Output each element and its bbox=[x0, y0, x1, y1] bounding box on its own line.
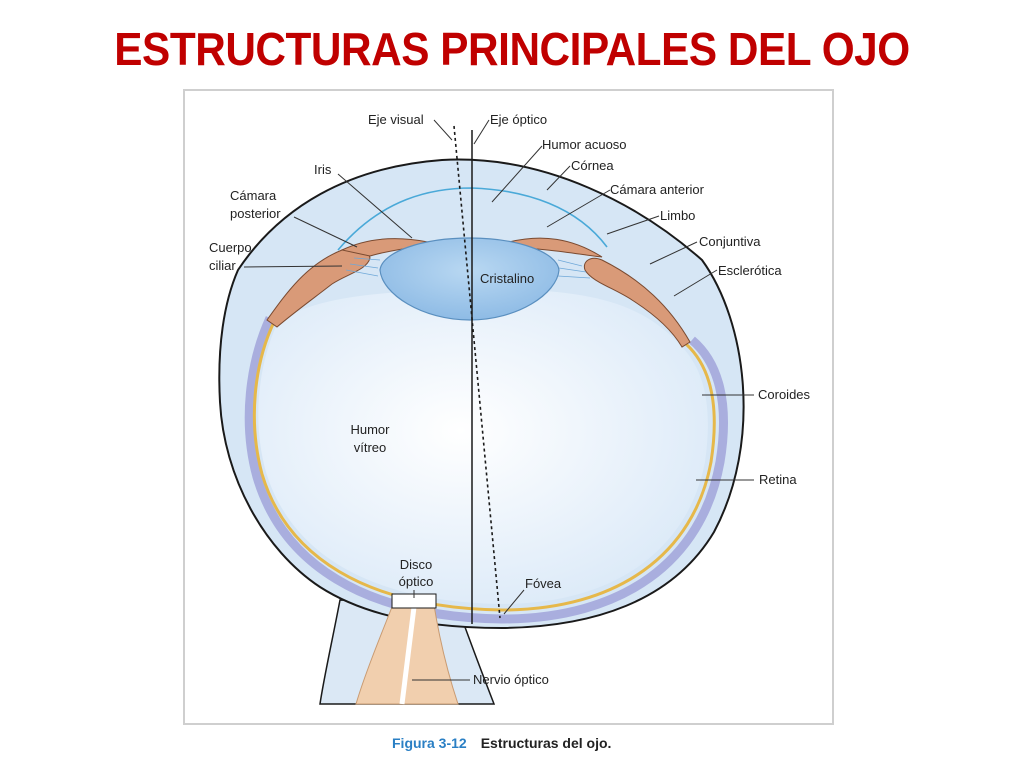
label-camara-posterior-2: posterior bbox=[230, 206, 281, 221]
label-eje-visual: Eje visual bbox=[368, 112, 424, 127]
label-iris: Iris bbox=[314, 162, 332, 177]
choroid-layer bbox=[244, 316, 728, 624]
figure-caption: Figura 3-12 Estructuras del ojo. bbox=[392, 735, 611, 751]
label-cuerpo-ciliar-1: Cuerpo bbox=[209, 240, 252, 255]
label-humor-vitreo-2: vítreo bbox=[354, 440, 387, 455]
ciliary-body-right bbox=[583, 257, 691, 348]
label-humor-vitreo-1: Humor bbox=[350, 422, 390, 437]
label-cristalino: Cristalino bbox=[480, 271, 534, 286]
slide-title: ESTRUCTURAS PRINCIPALES DEL OJO bbox=[114, 23, 910, 75]
label-retina: Retina bbox=[759, 472, 797, 487]
figure-frame: Eje visual Eje óptico Humor acuoso Córne… bbox=[183, 89, 834, 725]
vitreous-body bbox=[258, 289, 708, 604]
label-coroides: Coroides bbox=[758, 387, 811, 402]
label-camara-anterior: Cámara anterior bbox=[610, 182, 705, 197]
label-disco-optico-2: óptico bbox=[399, 574, 434, 589]
zonule-fibers bbox=[345, 257, 591, 279]
retina-layer bbox=[252, 321, 716, 612]
optic-nerve-divider bbox=[399, 606, 417, 705]
visual-axis bbox=[453, 125, 501, 619]
eye-diagram: Eje visual Eje óptico Humor acuoso Córne… bbox=[209, 112, 811, 705]
lens bbox=[379, 237, 560, 321]
label-limbo: Limbo bbox=[660, 208, 695, 223]
label-cornea: Córnea bbox=[571, 158, 614, 173]
label-camara-posterior-1: Cámara bbox=[230, 188, 277, 203]
label-humor-acuoso: Humor acuoso bbox=[542, 137, 627, 152]
label-eje-optico: Eje óptico bbox=[490, 112, 547, 127]
label-fovea: Fóvea bbox=[525, 576, 562, 591]
leader-lines bbox=[243, 119, 754, 681]
caption-text: Estructuras del ojo. bbox=[480, 735, 612, 751]
label-nervio-optico: Nervio óptico bbox=[473, 672, 549, 687]
label-esclerotica: Esclerótica bbox=[718, 263, 782, 278]
caption-number: Figura 3-12 bbox=[392, 735, 467, 751]
label-conjuntiva: Conjuntiva bbox=[699, 234, 761, 249]
label-disco-optico-1: Disco bbox=[400, 557, 433, 572]
ciliary-body-left bbox=[266, 247, 371, 328]
label-cuerpo-ciliar-2: ciliar bbox=[209, 258, 236, 273]
